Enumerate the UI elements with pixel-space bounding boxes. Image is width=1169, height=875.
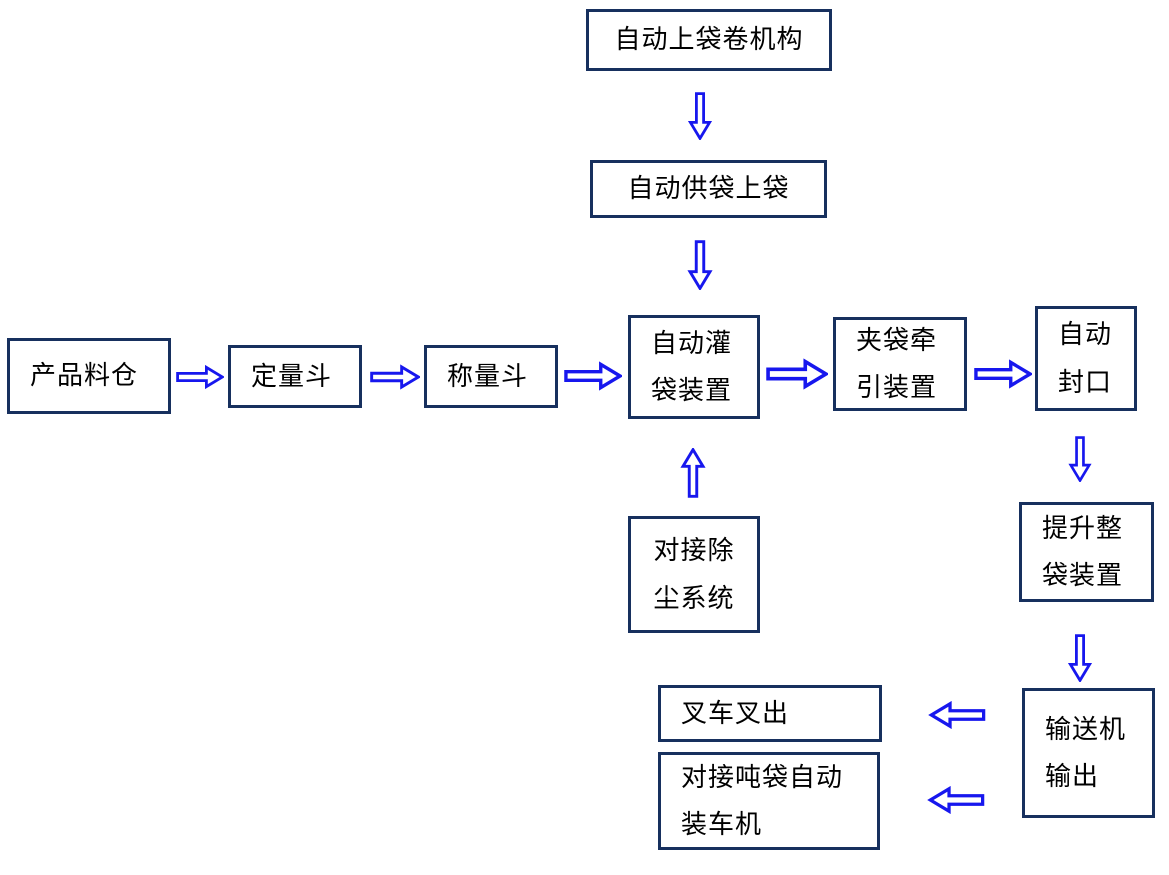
flow-arrow-down-icon [687,240,713,290]
flow-arrow-right-icon [974,358,1032,390]
node-conveyor-output: 输送机 输出 [1022,688,1155,818]
node-label: 夹袋牵 引装置 [856,325,938,402]
flow-arrow-left-icon [920,701,995,729]
flow-arrow-right-icon [176,362,224,392]
node-product-silo: 产品料仓 [7,338,171,414]
node-auto-sealing: 自动 封口 [1035,306,1137,411]
node-label: 叉车叉出 [681,698,790,728]
node-label: 自动上袋卷机构 [614,25,804,55]
node-label: 自动 封口 [1058,320,1113,397]
node-label: 输送机 输出 [1045,714,1127,791]
node-bag-lifting: 提升整 袋装置 [1019,502,1154,602]
node-dust-removal: 对接除 尘系统 [628,516,760,633]
node-label: 定量斗 [251,361,333,391]
flow-arrow-right-icon [370,362,420,392]
node-truck-loader: 对接吨袋自动 装车机 [658,752,880,850]
flow-arrow-down-icon [687,92,713,140]
node-label: 提升整 袋装置 [1042,513,1124,590]
flow-arrow-down-icon [1067,634,1093,682]
node-label: 对接吨袋自动 装车机 [681,762,844,839]
node-label: 自动灌 袋装置 [651,328,733,405]
flow-arrow-right-icon [564,360,622,392]
node-dosing-hopper: 定量斗 [228,345,362,408]
node-label: 对接除 尘系统 [653,536,735,613]
node-forklift-out: 叉车叉出 [658,685,882,742]
flow-arrow-right-icon [766,358,828,390]
node-bag-filling: 自动灌 袋装置 [628,315,760,419]
node-weighing-hopper: 称量斗 [424,345,558,408]
node-label: 称量斗 [447,361,529,391]
node-label: 产品料仓 [30,361,139,391]
node-bag-clamping: 夹袋牵 引装置 [833,317,967,411]
flow-arrow-up-icon [680,448,706,498]
node-bag-supply: 自动供袋上袋 [590,160,827,218]
flow-arrow-left-icon [920,786,993,814]
node-bag-roll-mechanism: 自动上袋卷机构 [586,9,832,71]
flow-arrow-down-icon [1067,436,1093,482]
node-label: 自动供袋上袋 [627,174,790,204]
